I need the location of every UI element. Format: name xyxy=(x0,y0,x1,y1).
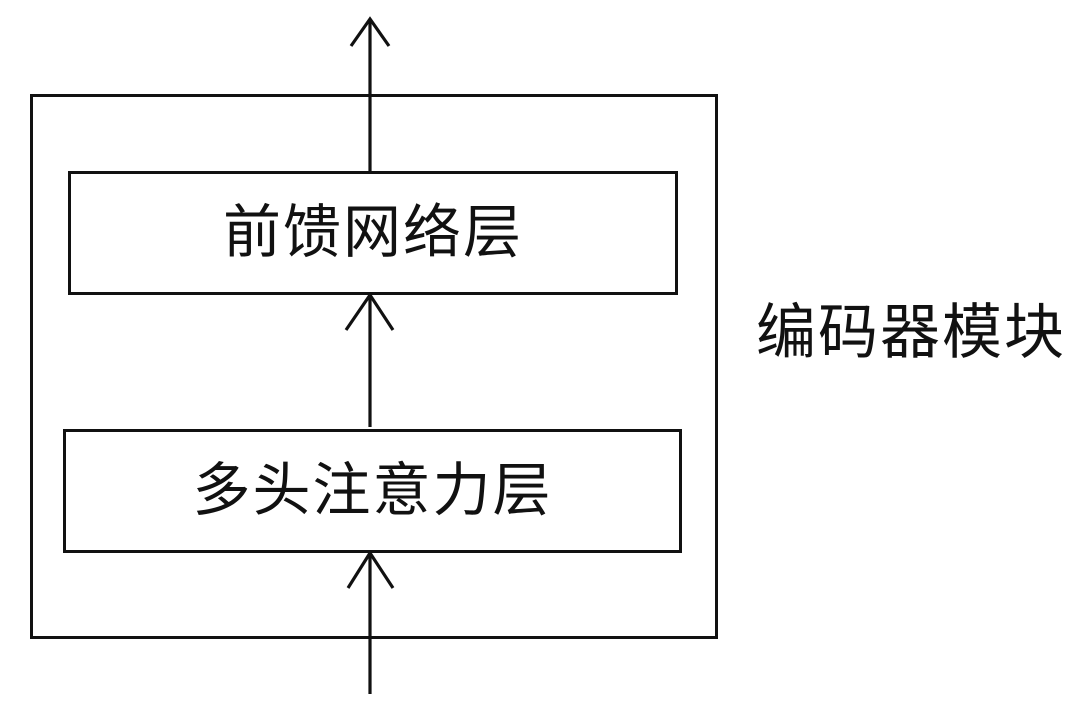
multi-head-attention-layer-label: 多头注意力层 xyxy=(192,458,553,523)
multi-head-attention-layer-box: 多头注意力层 xyxy=(63,429,682,553)
output-arrow-head xyxy=(349,16,391,47)
encoder-module-label: 编码器模块 xyxy=(756,299,1066,366)
encoder-module-box xyxy=(30,94,718,639)
feed-forward-layer-box: 前馈网络层 xyxy=(68,171,678,295)
feed-forward-layer-label: 前馈网络层 xyxy=(222,200,523,265)
